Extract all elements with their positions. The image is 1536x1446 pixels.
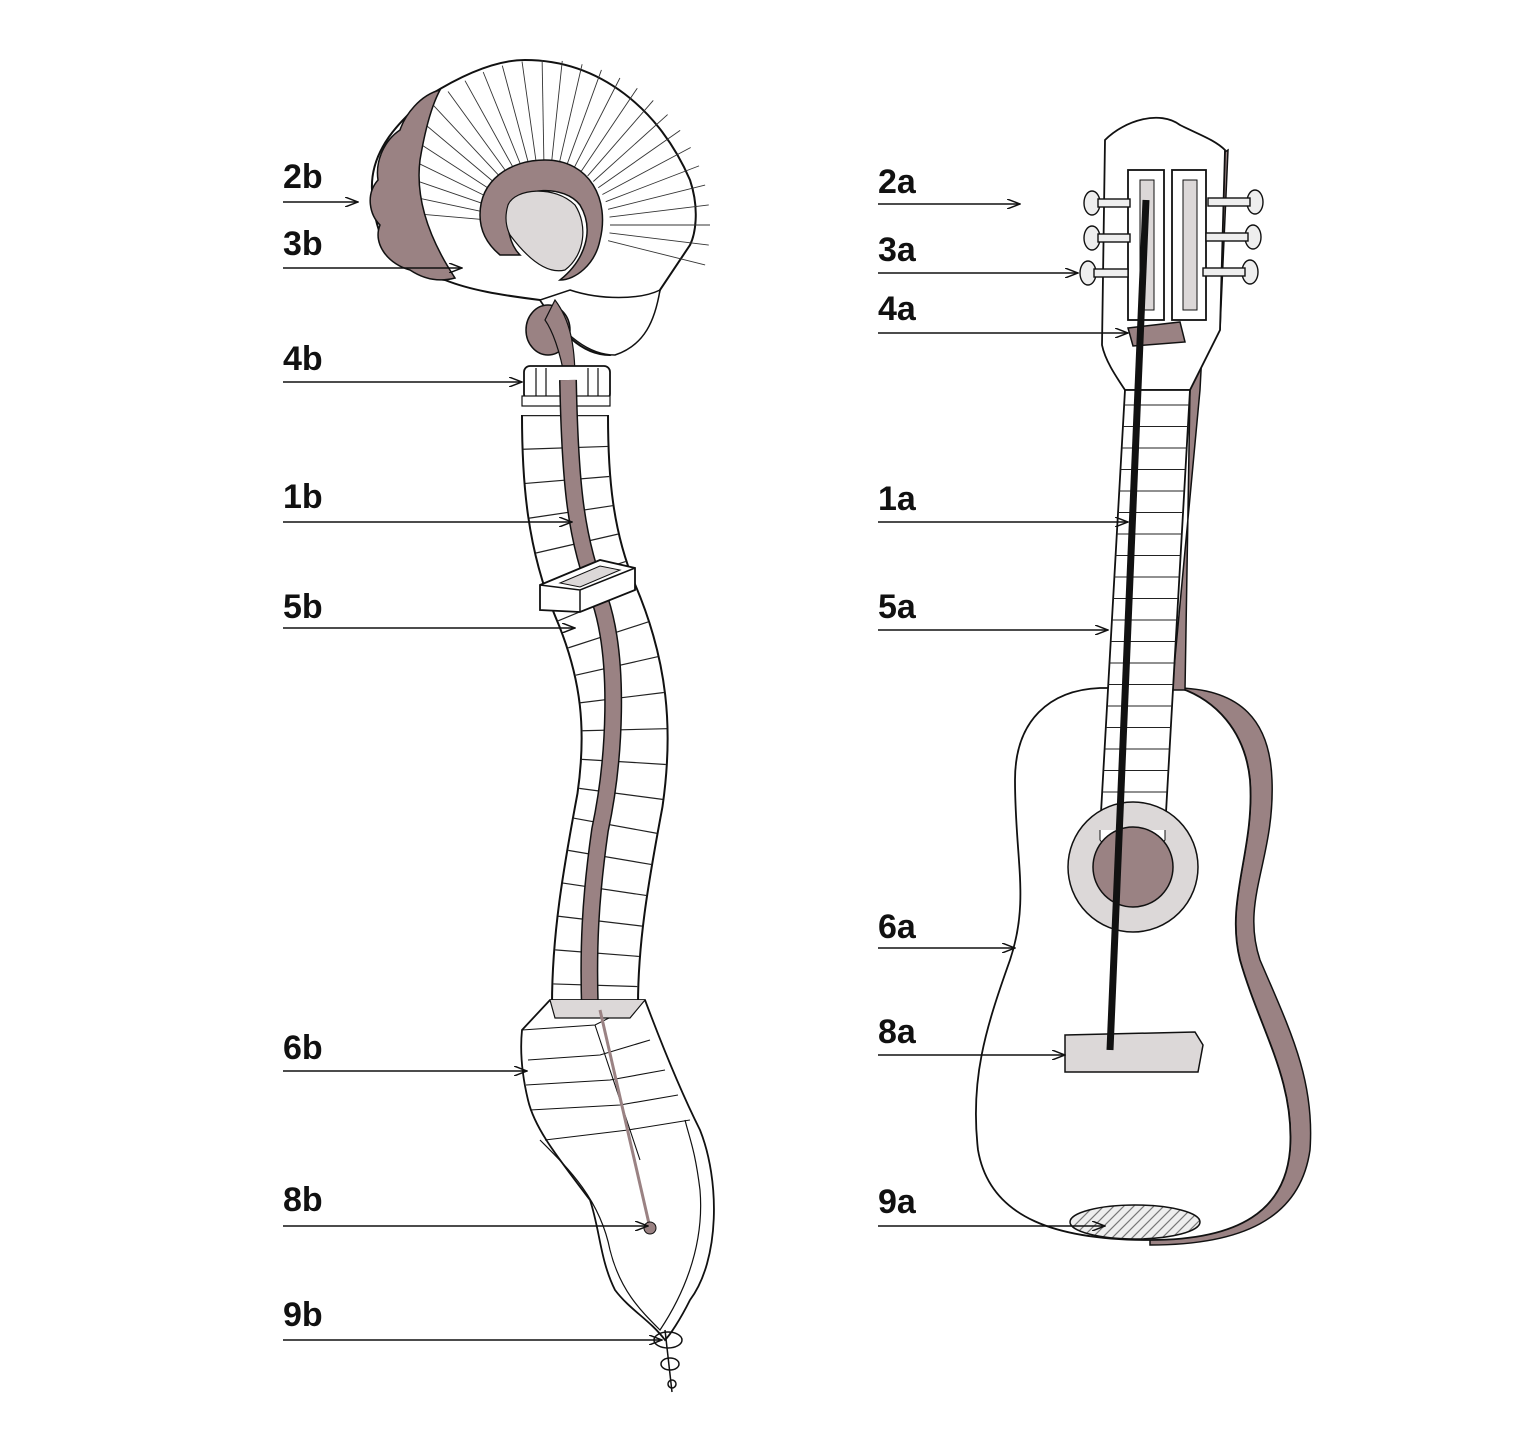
brain-ray <box>609 232 709 246</box>
label-3b: 3b <box>283 225 323 263</box>
label-5a: 5a <box>878 588 917 626</box>
brain-ray <box>521 61 537 161</box>
label-1b: 1b <box>283 478 323 516</box>
nervous-system-illustration <box>369 58 715 1393</box>
brain-ray <box>587 100 654 177</box>
label-8a: 8a <box>878 1013 917 1051</box>
brain-ray <box>607 240 706 266</box>
label-3a: 3a <box>878 231 917 269</box>
sacrum <box>520 999 715 1393</box>
brain-ray <box>597 129 681 189</box>
label-2a: 2a <box>878 163 917 201</box>
label-2b: 2b <box>283 158 323 196</box>
brain-ray <box>580 87 638 172</box>
brain-ray <box>464 80 514 169</box>
brain-ray <box>574 77 621 168</box>
brain-ray <box>605 165 700 203</box>
brain-ray <box>602 147 691 195</box>
label-6b: 6b <box>283 1029 323 1067</box>
brain-ray <box>609 204 709 218</box>
right-labels: 2a 3a 4a 1a 5a 6a 8a 9a <box>878 163 1128 1226</box>
brain-ray <box>447 91 508 173</box>
brain-ray <box>607 184 706 210</box>
label-5b: 5b <box>283 588 323 626</box>
brain-ray <box>432 104 501 178</box>
label-6a: 6a <box>878 908 917 946</box>
brain-ray <box>593 114 668 182</box>
brain-ray <box>482 71 522 165</box>
tuning-pegs <box>1079 189 1264 286</box>
brain-ray <box>541 60 545 161</box>
vertebral-column <box>521 379 669 1011</box>
brain-ray <box>501 65 529 163</box>
brain-ray <box>566 69 602 165</box>
brain-ray <box>559 64 583 162</box>
brain-ray <box>418 118 496 184</box>
brain-ray <box>551 60 563 161</box>
brain <box>369 58 710 381</box>
label-1a: 1a <box>878 480 917 518</box>
label-8b: 8b <box>283 1181 323 1219</box>
guitar-illustration <box>974 116 1312 1246</box>
label-9b: 9b <box>283 1296 323 1334</box>
label-4b: 4b <box>283 340 323 378</box>
label-9a: 9a <box>878 1183 917 1221</box>
left-labels: 2b 3b 4b 1b 5b 6b 8b 9b <box>283 158 662 1340</box>
label-4a: 4a <box>878 290 917 328</box>
